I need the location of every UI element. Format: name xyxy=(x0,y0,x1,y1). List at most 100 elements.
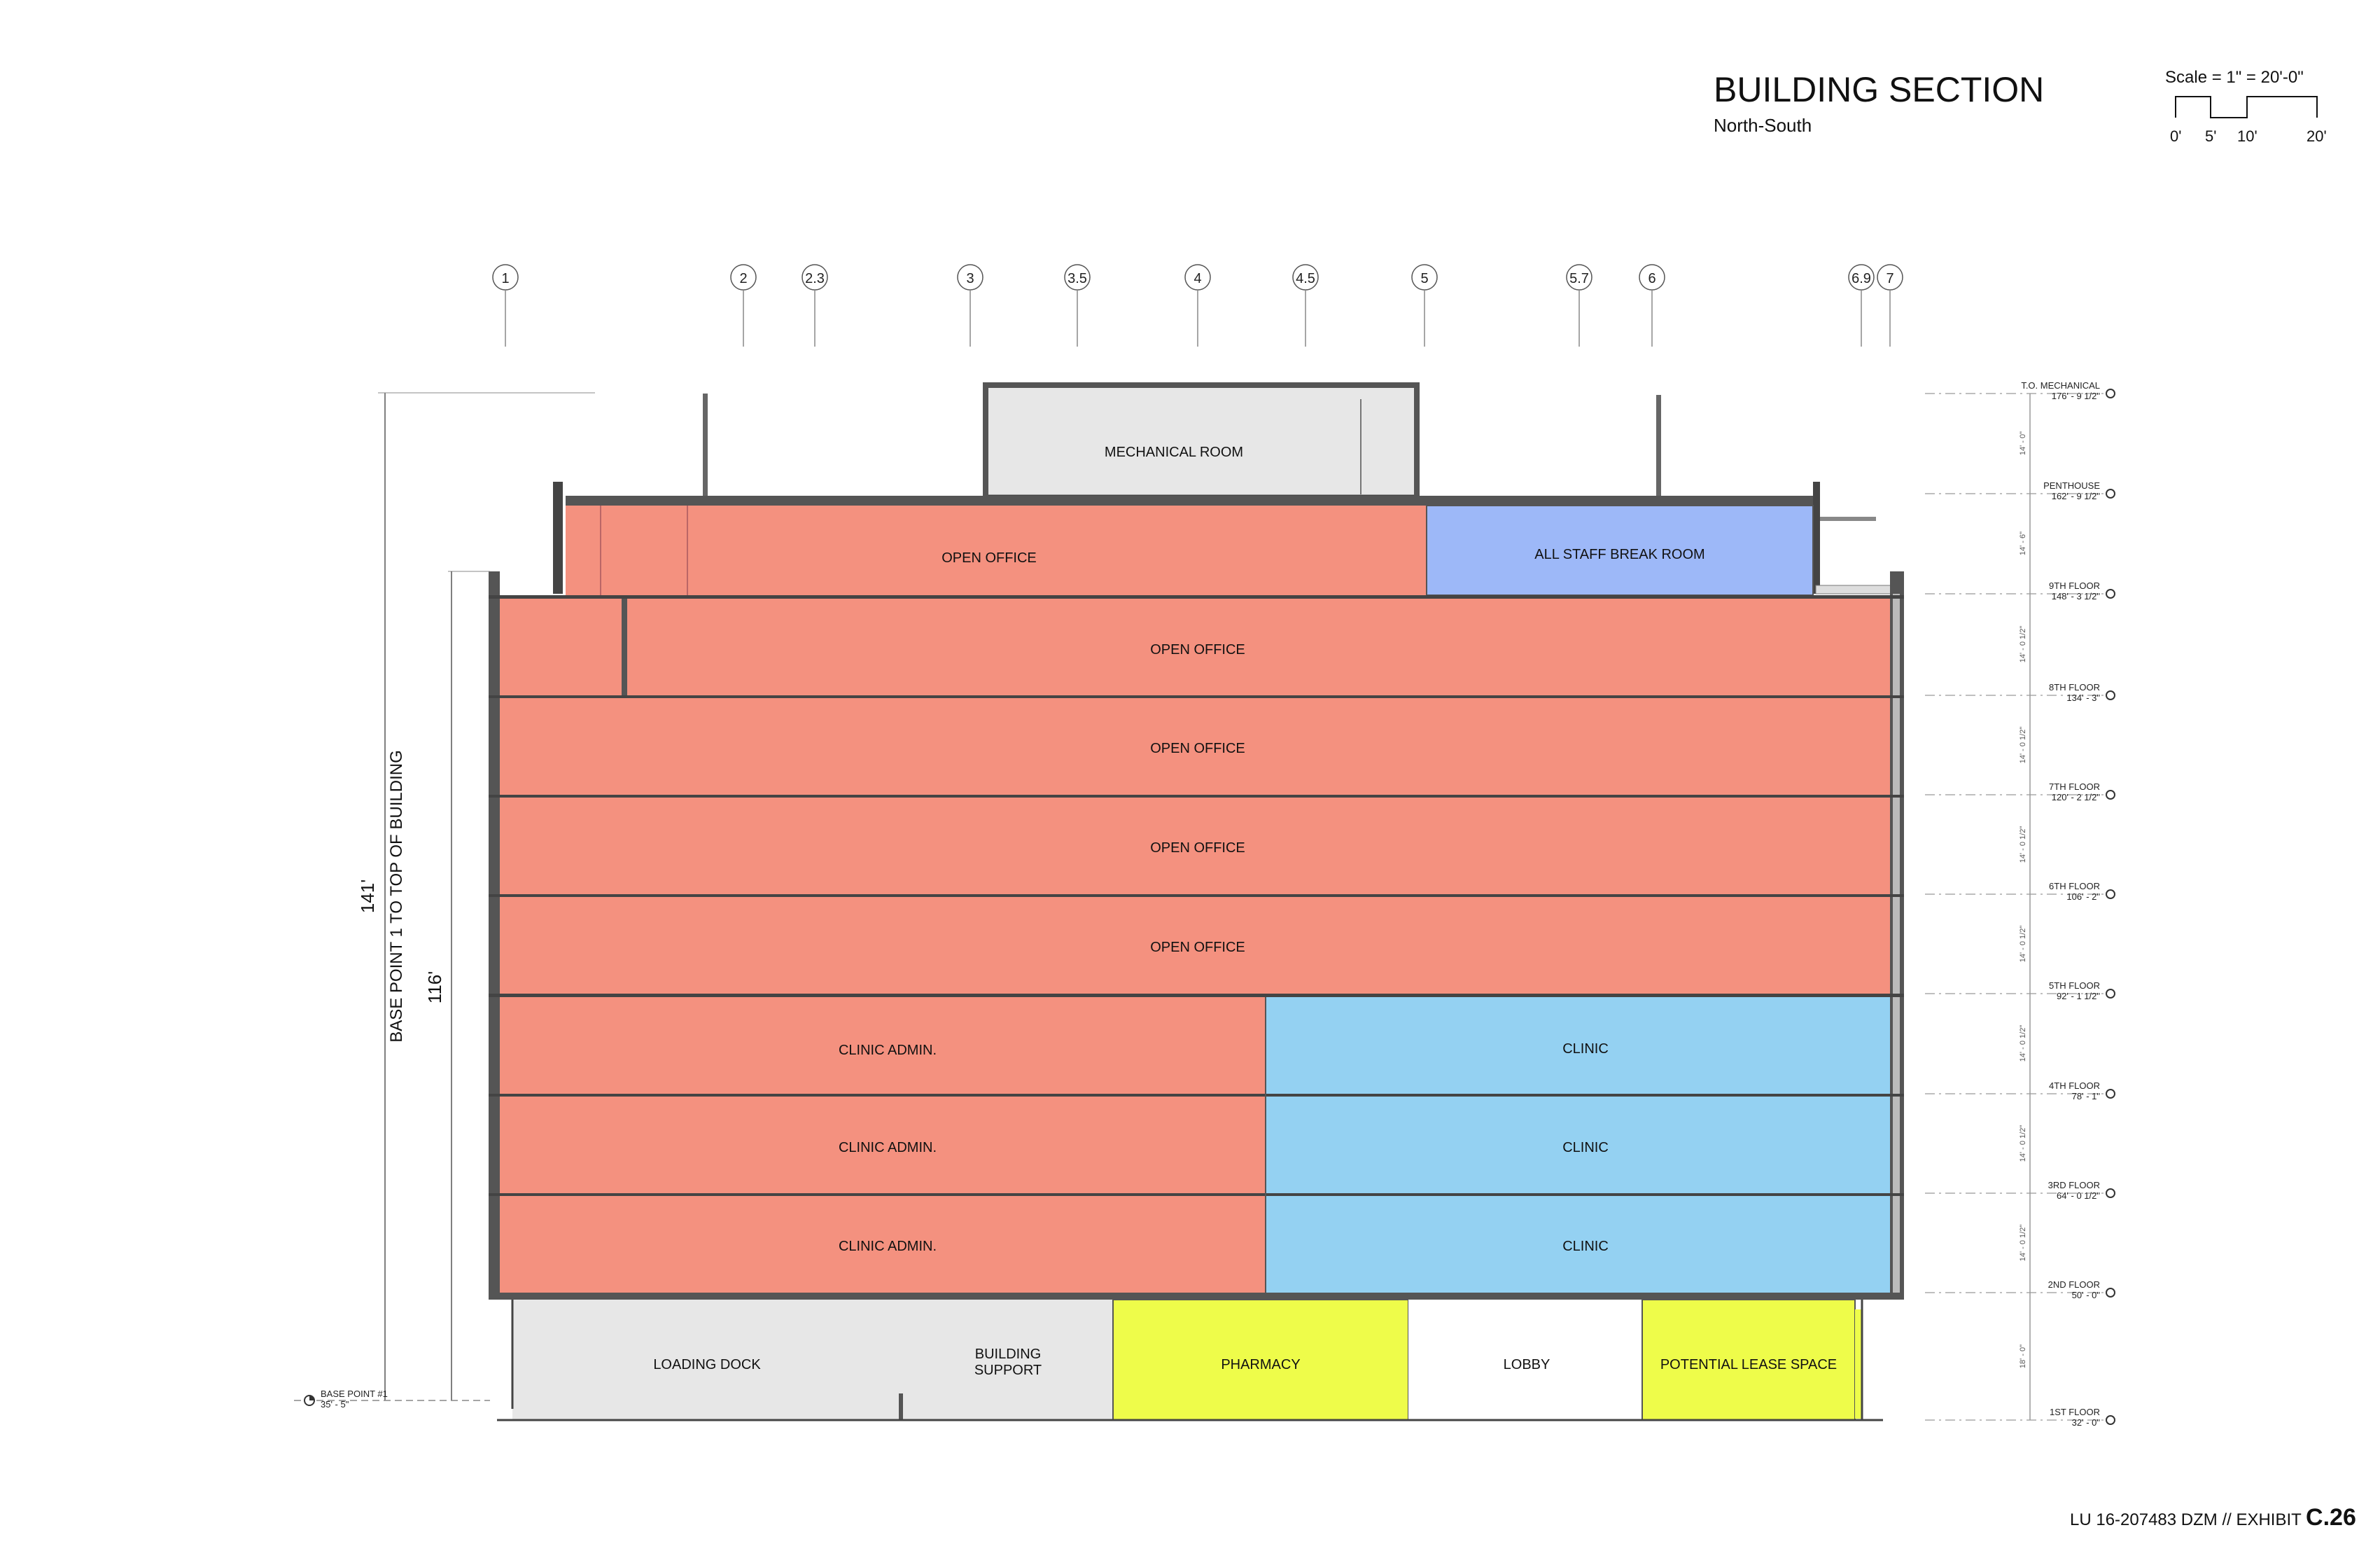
grid-label: 4.5 xyxy=(1296,271,1315,286)
floor-1: LOADING DOCK BUILDING SUPPORT PHARMACY L… xyxy=(497,1299,1883,1421)
floor-height-dim: 14' - 0 1/2" xyxy=(2019,727,2027,764)
drawing-subtitle: North-South xyxy=(1714,115,1812,136)
slab-3 xyxy=(489,1193,1904,1196)
scale-tick-0: 0' xyxy=(2170,127,2181,145)
floor-height-dim: 14' - 0" xyxy=(2019,431,2027,455)
level-elev: 78' - 1" xyxy=(2072,1091,2101,1101)
grid-label: 5.7 xyxy=(1569,271,1589,286)
level-4th-floor: 4TH FLOOR 78' - 1" xyxy=(1925,1080,2115,1101)
level-marker-icon xyxy=(2106,989,2115,999)
floor-height-dim: 14' - 0 1/2" xyxy=(2019,626,2027,663)
grid-label: 7 xyxy=(1886,271,1893,286)
f7-open-office xyxy=(500,698,1890,795)
level-elev: 50' - 0" xyxy=(2072,1290,2101,1300)
level-marker-icon xyxy=(2106,389,2115,398)
f2-clinic xyxy=(1266,1196,1890,1293)
f5-open-office xyxy=(500,897,1890,994)
scale-label: Scale = 1" = 20'-0" xyxy=(2165,68,2304,87)
scale-bar xyxy=(2175,96,2318,118)
potential-lease-space xyxy=(1642,1299,1856,1421)
main-height-label: 116' xyxy=(424,971,445,1003)
f8-open-office xyxy=(500,599,1890,695)
overall-height-note: BASE POINT 1 TO TOP OF BUILDING xyxy=(387,750,406,1042)
slab-9 xyxy=(489,595,1904,599)
room-label-f7-office: OPEN OFFICE xyxy=(1150,741,1245,756)
grid-line-2: 2 xyxy=(730,264,757,347)
level-marker-icon xyxy=(2106,1415,2115,1425)
room-label-f8-office: OPEN OFFICE xyxy=(1150,642,1245,658)
floor-height-dim: 14' - 0 1/2" xyxy=(2019,826,2027,863)
scale-tick-10: 10' xyxy=(2237,127,2258,145)
room-label-mechanical: MECHANICAL ROOM xyxy=(1105,445,1243,460)
slab-8 xyxy=(489,695,1904,698)
west-wall xyxy=(489,571,500,1300)
grid-label: 2.3 xyxy=(805,271,825,286)
level-elev: 64' - 0 1/2" xyxy=(2057,1190,2100,1201)
exhibit-prefix: LU 16-207483 DZM // EXHIBIT xyxy=(2070,1510,2306,1529)
level-marker-icon xyxy=(2106,1288,2115,1298)
grid-line-1: 1 xyxy=(492,264,519,347)
level-name: 5TH FLOOR xyxy=(2049,980,2100,991)
level-8th-floor: 8TH FLOOR 134' - 3" xyxy=(1925,682,2115,703)
level-elev: 176' - 9 1/2" xyxy=(2052,391,2101,401)
grid-label: 5 xyxy=(1420,271,1428,286)
scale-tick-20: 20' xyxy=(2306,127,2327,145)
level-markers: T.O. MECHANICAL 176' - 9 1/2" PENTHOUSE … xyxy=(1925,380,2115,1428)
slab-7 xyxy=(489,795,1904,798)
level-elev: 148' - 3 1/2" xyxy=(2052,591,2101,601)
level-7th-floor: 7TH FLOOR 120' - 2 1/2" xyxy=(1925,781,2115,802)
f2-clinic-admin xyxy=(500,1196,1266,1293)
room-label-f9-office: OPEN OFFICE xyxy=(941,550,1037,566)
base-point-marker: BASE POINT #1 35' - 5" xyxy=(294,1389,490,1410)
room-label-f9-break: ALL STAFF BREAK ROOM xyxy=(1534,547,1704,562)
base-point-name: BASE POINT #1 xyxy=(321,1389,388,1399)
floor-height-dim: 14' - 6" xyxy=(2019,531,2027,555)
parapet-post xyxy=(703,394,708,497)
grid-line-4: 4 xyxy=(1184,264,1211,347)
level-name: 6TH FLOOR xyxy=(2049,881,2100,891)
pharmacy xyxy=(1112,1299,1409,1421)
slab-2 xyxy=(489,1293,1904,1300)
room-label-loading-dock: LOADING DOCK xyxy=(653,1357,761,1372)
level-marker-icon xyxy=(2106,790,2115,800)
grid-line-3: 3 xyxy=(957,264,983,347)
penthouse-level: MECHANICAL ROOM xyxy=(703,382,1661,497)
room-label-building-support-1: BUILDING xyxy=(975,1347,1041,1362)
floor-9: OPEN OFFICE ALL STAFF BREAK ROOM xyxy=(553,482,1893,596)
lobby xyxy=(1408,1300,1642,1420)
grid-label: 2 xyxy=(739,271,747,286)
level-marker-icon xyxy=(2106,1089,2115,1099)
level-marker-icon xyxy=(2106,589,2115,599)
level-name: PENTHOUSE xyxy=(2043,480,2100,491)
room-label-f3-admin: CLINIC ADMIN. xyxy=(839,1140,937,1155)
level-name: 2ND FLOOR xyxy=(2048,1279,2100,1290)
slab-4 xyxy=(489,1094,1904,1097)
floor-height-dim: 14' - 0 1/2" xyxy=(2019,926,2027,963)
level-name: 1ST FLOOR xyxy=(2050,1407,2100,1417)
grid-line-4-5: 4.5 xyxy=(1292,264,1319,347)
grid-line-2-3: 2.3 xyxy=(802,264,828,347)
grid-label: 4 xyxy=(1194,271,1201,286)
level-name: 4TH FLOOR xyxy=(2049,1080,2100,1091)
grid-line-5-7: 5.7 xyxy=(1566,264,1592,347)
grid-label: 1 xyxy=(501,271,509,286)
loading-dock-support xyxy=(512,1300,1113,1420)
drawing-title: BUILDING SECTION xyxy=(1714,70,2044,109)
level-elev: 106' - 2" xyxy=(2066,891,2100,902)
vertical-dimensions: 141' BASE POINT 1 TO TOP OF BUILDING 116… xyxy=(357,392,595,1400)
floor-height-dim: 14' - 0 1/2" xyxy=(2019,1125,2027,1162)
grid-label: 3 xyxy=(966,271,974,286)
room-label-f2-clinic: CLINIC xyxy=(1562,1239,1609,1254)
room-label-f3-clinic: CLINIC xyxy=(1562,1140,1609,1155)
room-label-f6-office: OPEN OFFICE xyxy=(1150,840,1245,856)
level-2nd-floor: 2ND FLOOR 50' - 0" xyxy=(1925,1279,2115,1300)
level-penthouse: PENTHOUSE 162' - 9 1/2" xyxy=(1925,480,2115,501)
f4-clinic xyxy=(1266,997,1890,1094)
exhibit-label: LU 16-207483 DZM // EXHIBIT C.26 xyxy=(2070,1504,2356,1531)
level-elev: 162' - 9 1/2" xyxy=(2052,491,2101,501)
level-marker-icon xyxy=(2106,690,2115,700)
level-elev: 92' - 1 1/2" xyxy=(2057,991,2100,1001)
scale-tick-5: 5' xyxy=(2205,127,2216,145)
